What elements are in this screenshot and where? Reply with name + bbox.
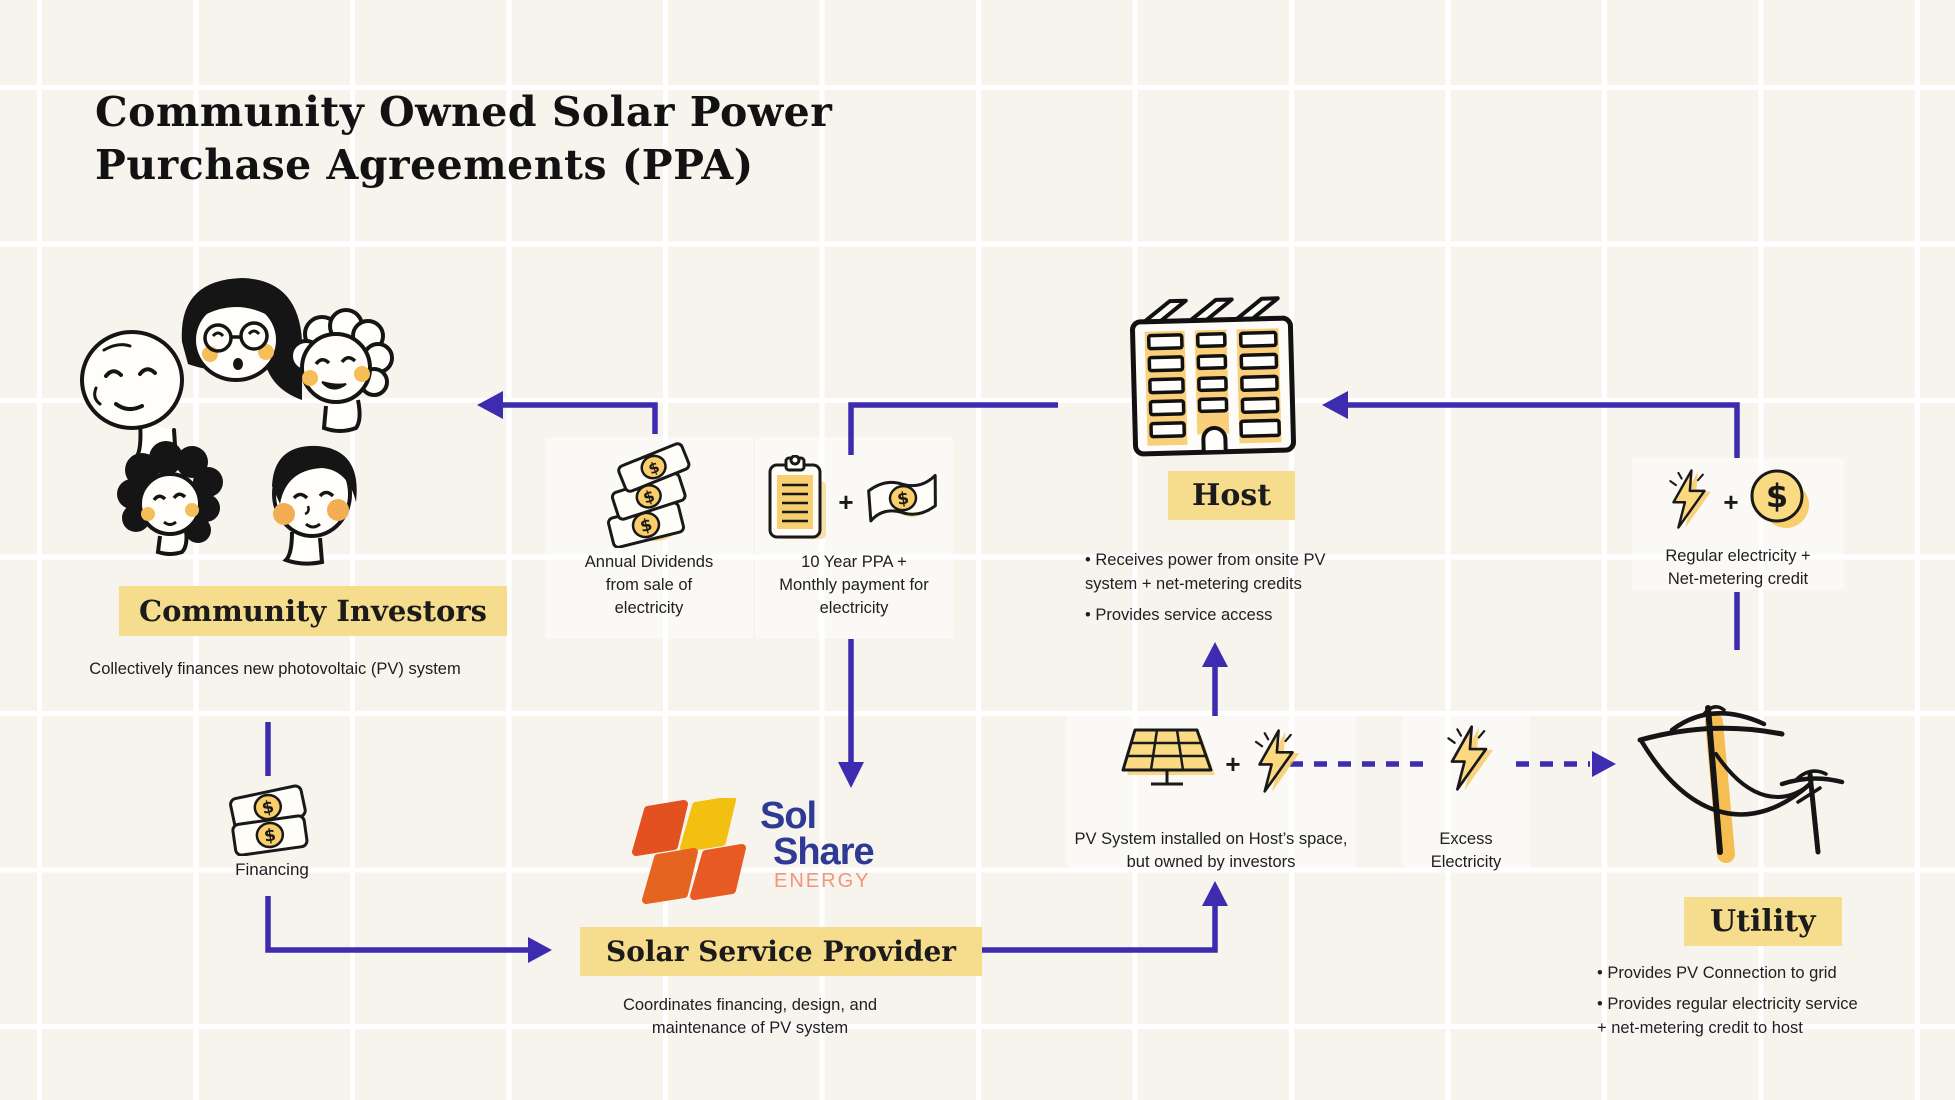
plus-sign: + [1225, 748, 1241, 779]
community-investors-label: Community Investors [119, 586, 507, 636]
solar-service-provider-label: Solar Service Provider [580, 927, 983, 976]
utility-bullet: • Provides regular electricity service +… [1597, 994, 1858, 1037]
financing-label: Financing [235, 860, 309, 879]
dollar-coin-icon: $ [1749, 468, 1811, 535]
solshare-logo: Sol Share ENERGY [632, 795, 875, 906]
ppa-icon-row: + $ [768, 454, 940, 548]
host-bullet: • Receives power from onsite PV system +… [1085, 551, 1326, 593]
annual-dividends-caption: Annual Dividends from sale of electricit… [584, 553, 714, 618]
arrow-provider-to-pv [957, 905, 1218, 953]
logo-text-share: Share [773, 831, 875, 874]
dollar-sign: $ [263, 825, 278, 846]
arrow-financing-to-provider [265, 896, 530, 953]
solar-panel-icon [1119, 726, 1216, 801]
host-bullets: • Receives power from onsite PV system +… [1085, 549, 1385, 635]
building-with-solar-panels [1122, 286, 1308, 469]
person-bob-glasses-icon [181, 278, 303, 400]
person-curly-dark-icon [117, 441, 223, 556]
page-title: Community Owned Solar Power Purchase Agr… [95, 88, 833, 190]
lightning-icon [1444, 724, 1494, 797]
regular-electricity-caption: Regular electricity + Net-metering credi… [1665, 547, 1811, 589]
pv-system-icon-row: + [1090, 726, 1330, 801]
host-bullet: • Provides service access [1085, 605, 1273, 624]
pv-system-card [1066, 712, 1356, 872]
dollar-sign: $ [1765, 477, 1787, 515]
dollar-sign: $ [895, 488, 910, 509]
dollar-sign: $ [638, 515, 654, 537]
arrowhead-left [477, 391, 503, 419]
arrowhead-right [1592, 751, 1616, 777]
arrowhead-down [838, 762, 864, 788]
person-side-hair-icon [272, 445, 357, 566]
arrowhead-up [1202, 642, 1228, 667]
money-stack-icon: $ $ $ [600, 442, 700, 553]
arrow-dividends-to-investors [496, 402, 658, 434]
plus-sign: + [1723, 486, 1739, 517]
regular-electricity-card [1632, 458, 1844, 590]
community-investors-description: Collectively finances new photovoltaic (… [89, 660, 461, 678]
dollar-bill-icon: $ [864, 468, 944, 535]
excess-electricity-caption: Excess Electricity [1430, 830, 1502, 872]
arrowhead-up [1202, 881, 1228, 906]
utility-label: Utility [1684, 897, 1842, 946]
ppa-payment-caption: 10 Year PPA + Monthly payment for electr… [779, 553, 929, 618]
community-investors-illustration [70, 272, 410, 572]
utility-bullet: • Provides PV Connection to grid [1597, 964, 1837, 982]
dollar-sign: $ [260, 797, 276, 819]
connector-host-to-ppa [848, 402, 1058, 455]
regular-electricity-icon-row: + $ [1648, 468, 1828, 535]
lightning-icon [1251, 728, 1301, 799]
arrow-utility-to-host-top [1346, 402, 1740, 458]
person-curly-light-icon [289, 308, 394, 433]
utility-bullets: • Provides PV Connection to grid • Provi… [1597, 962, 1907, 1048]
clipboard-icon [766, 454, 828, 548]
person-bald-icon [80, 330, 184, 464]
solshare-panels-icon [632, 798, 746, 904]
solar-service-provider-description: Coordinates financing, design, and maint… [622, 996, 878, 1038]
power-line-poles [1612, 682, 1857, 887]
arrowhead-left [1322, 391, 1348, 419]
pv-system-caption: PV System installed on Host’s space, but… [1074, 830, 1348, 872]
host-label: Host [1168, 471, 1296, 520]
plus-sign: + [838, 486, 854, 517]
dollar-sign: $ [641, 486, 657, 508]
logo-text-sol: Sol [760, 795, 817, 837]
lightning-icon [1665, 468, 1713, 535]
arrowhead-right [528, 937, 552, 963]
money-bills-icon: $ $ [226, 776, 312, 861]
logo-text-energy: ENERGY [774, 870, 871, 893]
